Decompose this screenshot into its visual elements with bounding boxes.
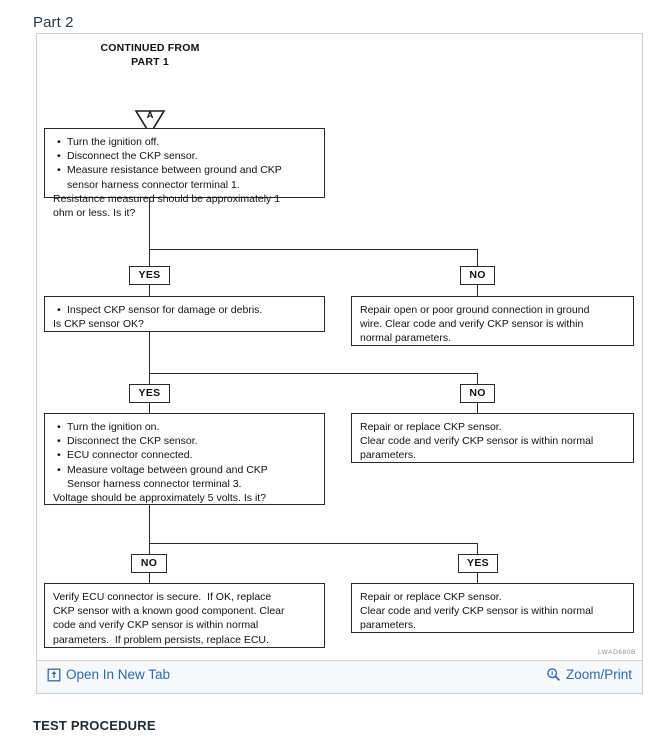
zoom-print-label: Zoom/Print	[565, 667, 632, 682]
flow-box-step1-bullets: Turn the ignition off. Disconnect the CK…	[53, 135, 316, 192]
figure-watermark-code: LWAD680B	[597, 649, 636, 656]
no-link-1	[477, 285, 478, 296]
flow-text: Clear code and verify CKP sensor is with…	[360, 435, 594, 448]
flow-text: CKP sensor with a known good component. …	[53, 605, 285, 618]
flow-text: Resistance measured should be approximat…	[53, 192, 281, 205]
flow-bullet: Turn the ignition off.	[57, 135, 316, 149]
flow-bullet: Turn the ignition on.	[57, 420, 316, 434]
flow-text: parameters.	[360, 619, 417, 632]
figure-frame: CONTINUED FROM PART 1 A Turn the ignitio…	[36, 33, 643, 661]
magnifier-icon	[546, 667, 561, 682]
branch-drop-2	[477, 373, 478, 384]
trunk-line-2	[149, 332, 150, 373]
flow-box-step2: Inspect CKP sensor for damage or debris.…	[44, 296, 325, 332]
yes-drop-1	[149, 249, 150, 266]
flow-text: Voltage should be approximately 5 volts.…	[53, 492, 267, 505]
flow-box-step3-no: Verify ECU connector is secure. If OK, r…	[44, 583, 325, 648]
flowchart-diagram: CONTINUED FROM PART 1 A Turn the ignitio…	[37, 34, 644, 662]
no-drop-3	[149, 543, 150, 554]
connector-triangle-icon: A	[134, 108, 166, 136]
continued-from-label-line2: PART 1	[131, 56, 169, 68]
flow-box-step1-no: Repair open or poor ground connection in…	[351, 296, 634, 346]
flow-text: Clear code and verify CKP sensor is with…	[360, 605, 594, 618]
flow-bullet: ECU connector connected.	[57, 448, 316, 462]
decision-yes-row3: YES	[458, 554, 498, 573]
open-in-new-tab-icon	[47, 668, 61, 682]
connector-symbol-letter: A	[146, 110, 154, 121]
flow-bullet: Disconnect the CKP sensor.	[57, 434, 316, 448]
no-link-3	[149, 573, 150, 583]
flow-text: parameters.	[360, 449, 417, 462]
flow-box-step3: Turn the ignition on. Disconnect the CKP…	[44, 413, 325, 505]
flow-bullet: Disconnect the CKP sensor.	[57, 149, 316, 163]
flow-box-step3-yes: Repair or replace CKP sensor. Clear code…	[351, 583, 634, 633]
decision-no-row2: NO	[460, 384, 495, 403]
flow-text: Repair or replace CKP sensor.	[360, 591, 502, 603]
flow-bullet: Inspect CKP sensor for damage or debris.	[57, 303, 316, 317]
branch-drop-1	[477, 249, 478, 266]
no-link-2	[477, 403, 478, 413]
decision-yes-row2: YES	[129, 384, 170, 403]
flow-bullet: Measure voltage between ground and CKP	[57, 463, 316, 477]
trunk-line-1	[149, 198, 150, 249]
decision-no-row1: NO	[460, 266, 495, 285]
figure-action-bar: Open In New Tab Zoom/Print	[36, 661, 643, 694]
yes-link-1	[149, 285, 150, 296]
flow-box-step2-no: Repair or replace CKP sensor. Clear code…	[351, 413, 634, 463]
decision-yes-row1: YES	[129, 266, 170, 285]
flow-bullet-cont: sensor harness connector terminal 1.	[67, 178, 240, 191]
zoom-print-button[interactable]: Zoom/Print	[546, 667, 632, 682]
branch-line-1	[149, 249, 478, 250]
flow-box-step1: Turn the ignition off. Disconnect the CK…	[44, 128, 325, 219]
branch-drop-3	[477, 543, 478, 554]
yes-link-3	[477, 573, 478, 583]
branch-line-3	[149, 543, 478, 544]
yes-drop-2	[149, 373, 150, 384]
continued-from-label-line1: CONTINUED FROM	[100, 42, 200, 54]
open-in-new-tab-button[interactable]: Open In New Tab	[47, 667, 170, 682]
open-in-new-tab-label: Open In New Tab	[66, 667, 171, 682]
flow-text: code and verify CKP sensor is within nor…	[53, 619, 259, 632]
flow-text: Repair or replace CKP sensor.	[360, 421, 502, 433]
flow-bullet: Measure resistance between ground and CK…	[57, 163, 316, 177]
page-title: Part 2	[33, 14, 74, 31]
branch-line-2	[149, 373, 478, 374]
flow-text: ohm or less. Is it?	[53, 207, 136, 220]
flow-text: Verify ECU connector is secure. If OK, r…	[53, 591, 272, 603]
flow-box-step2-bullets: Inspect CKP sensor for damage or debris.	[53, 303, 316, 317]
flow-text: wire. Clear code and verify CKP sensor i…	[360, 318, 584, 331]
section-title-test-procedure: TEST PROCEDURE	[33, 718, 156, 733]
yes-link-2	[149, 403, 150, 413]
flow-text: Repair open or poor ground connection in…	[360, 304, 590, 316]
trunk-line-3	[149, 505, 150, 543]
flow-text: parameters. If problem persists, replace…	[53, 633, 269, 646]
flow-text: Is CKP sensor OK?	[53, 318, 144, 331]
flow-box-step3-bullets: Turn the ignition on. Disconnect the CKP…	[53, 420, 316, 491]
flow-bullet-cont: Sensor harness connector terminal 3.	[67, 477, 242, 490]
flow-text: normal parameters.	[360, 332, 452, 345]
decision-no-row3: NO	[131, 554, 167, 573]
